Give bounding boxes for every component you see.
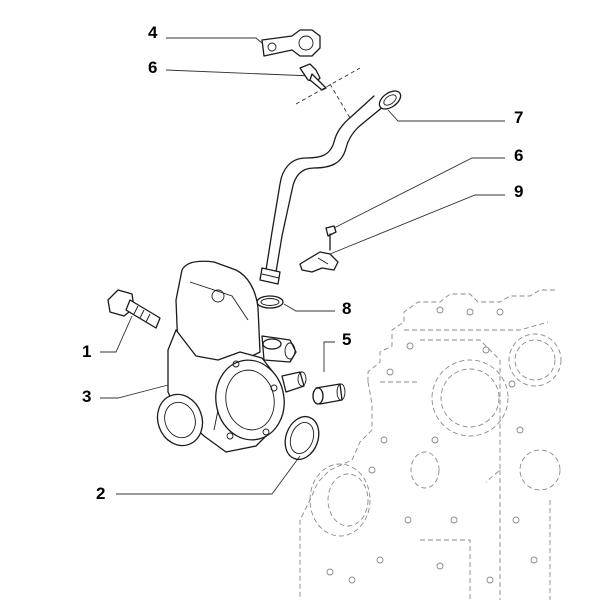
axis-line — [329, 83, 351, 119]
axis-line — [295, 67, 361, 105]
screw-upper — [299, 63, 327, 91]
callout-9: 9 — [514, 182, 524, 201]
housing — [156, 260, 307, 453]
fork-bracket — [299, 251, 339, 273]
callout-5: 5 — [342, 330, 352, 349]
plug-cap — [312, 383, 346, 405]
o-ring — [256, 295, 284, 309]
callout-7: 7 — [514, 108, 524, 127]
callout-2: 2 — [96, 484, 106, 503]
callout-1: 1 — [82, 342, 92, 361]
bolt — [107, 289, 161, 329]
callout-8: 8 — [342, 299, 352, 318]
engine-block — [299, 289, 562, 600]
callout-6: 6 — [514, 146, 524, 165]
coolant-pipe — [259, 90, 402, 285]
screw-lower — [325, 225, 337, 251]
leader-lines — [100, 37, 505, 495]
gasket — [284, 415, 320, 461]
pipe-clamp — [261, 29, 321, 57]
callout-6: 6 — [148, 58, 158, 77]
callout-3: 3 — [82, 387, 92, 406]
callout-4: 4 — [148, 23, 158, 42]
